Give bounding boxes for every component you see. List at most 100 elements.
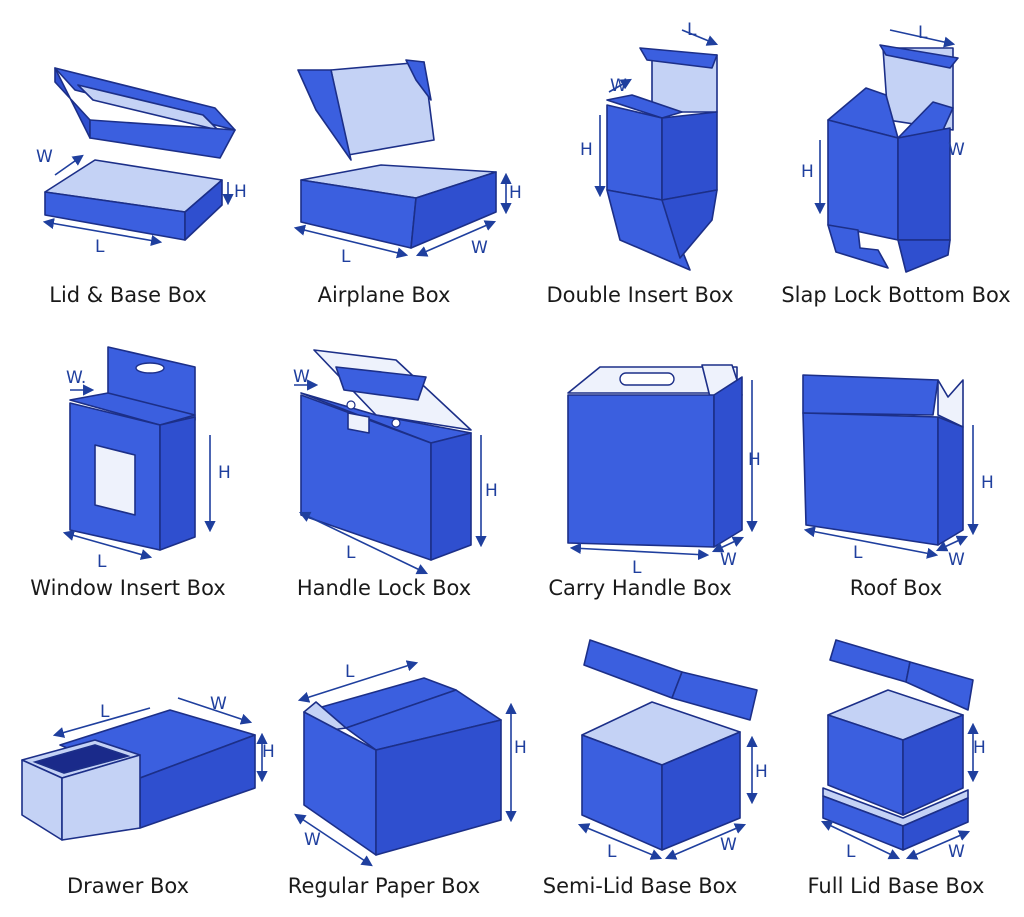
dim-w: W bbox=[610, 76, 627, 96]
slap-lock-bottom-box-cell: L W H Slap Lock Bottom Box bbox=[768, 0, 1024, 307]
dim-h: H bbox=[234, 182, 247, 202]
semi-lid-base-box-cell: H L W Semi-Lid Base Box bbox=[512, 610, 768, 915]
box-side bbox=[902, 714, 964, 816]
dim-h: H bbox=[801, 162, 814, 182]
dim-l: L bbox=[607, 842, 617, 862]
dim-h: H bbox=[748, 450, 761, 470]
dim-h: H bbox=[218, 463, 231, 483]
dim-w: W bbox=[948, 550, 965, 570]
dim-w: W bbox=[304, 830, 321, 850]
box-caption: Double Insert Box bbox=[546, 283, 734, 307]
box-caption: Airplane Box bbox=[317, 283, 451, 307]
dim-l: L bbox=[95, 237, 105, 257]
drawer-box-cell: L W H Drawer Box bbox=[0, 610, 275, 915]
lid-flap-right bbox=[405, 59, 432, 101]
dim-w: W bbox=[948, 140, 965, 160]
dim-l: L bbox=[846, 842, 856, 862]
dim-l: L bbox=[100, 702, 110, 722]
lid-top-right bbox=[671, 671, 758, 721]
dim-l: L bbox=[853, 543, 863, 563]
box-side bbox=[713, 376, 743, 548]
box-side bbox=[661, 731, 741, 851]
dim-w: W bbox=[210, 694, 227, 714]
airplane-box-cell: H L W Airplane Box bbox=[256, 0, 522, 307]
dim-w: W bbox=[948, 842, 965, 862]
dim-h: H bbox=[509, 183, 522, 203]
box-caption: Window Insert Box bbox=[30, 576, 226, 600]
bottom-flap bbox=[606, 189, 691, 271]
lid-flap-left bbox=[297, 69, 352, 161]
roof-box-illustration: H L W bbox=[802, 374, 994, 570]
roof-box-cell: H L W Roof Box bbox=[768, 305, 1024, 610]
lock-tab bbox=[347, 412, 370, 434]
lid-front bbox=[89, 119, 236, 159]
lid-top-left bbox=[829, 639, 911, 683]
full-lid-base-box-cell: H L W Full Lid Base Box bbox=[768, 610, 1024, 915]
box-caption: Slap Lock Bottom Box bbox=[781, 283, 1011, 307]
carry-handle-box-illustration: H L W bbox=[567, 364, 761, 578]
dust-flap bbox=[606, 94, 683, 119]
slap-lock-bottom-box-illustration: L W H bbox=[801, 23, 965, 273]
roof-gable bbox=[937, 379, 964, 428]
box-front bbox=[606, 104, 663, 201]
carry-handle-box-cell: H L W Carry Handle Box bbox=[512, 305, 768, 610]
roof-panel bbox=[802, 374, 939, 416]
double-insert-box-cell: L W H Double Insert Box bbox=[512, 0, 768, 307]
dim-l: L bbox=[687, 20, 697, 40]
box-front bbox=[567, 394, 715, 548]
lid-top-right bbox=[905, 661, 974, 711]
drawer-box-illustration: L W H bbox=[21, 694, 275, 841]
dim-w: W bbox=[720, 550, 737, 570]
box-top bbox=[69, 392, 196, 426]
dim-h: H bbox=[755, 762, 768, 782]
box-side bbox=[661, 111, 718, 201]
dim-l: L bbox=[97, 552, 107, 572]
dim-w: W bbox=[293, 367, 310, 387]
dim-h: H bbox=[981, 473, 994, 493]
dim-w: W bbox=[36, 147, 53, 167]
dim-l: L bbox=[341, 247, 351, 267]
dim-w: W bbox=[471, 238, 488, 258]
lid-base-box-cell: W H L Lid & Base Box bbox=[0, 0, 256, 307]
box-caption: Regular Paper Box bbox=[287, 874, 481, 898]
front-window bbox=[94, 444, 136, 516]
box-front bbox=[802, 412, 939, 546]
semi-lid-base-box-illustration: H L W bbox=[577, 639, 768, 862]
dim-h: H bbox=[580, 140, 593, 160]
dim-h: H bbox=[514, 738, 527, 758]
box-side bbox=[897, 127, 951, 241]
hang-hole bbox=[135, 362, 165, 374]
top-tuck-flap bbox=[639, 47, 718, 69]
box-caption: Drawer Box bbox=[66, 874, 190, 898]
regular-paper-box-cell: L H W Regular Paper Box bbox=[256, 610, 527, 915]
lock-bottom-left bbox=[827, 224, 889, 269]
regular-paper-box-illustration: L H W bbox=[294, 660, 527, 867]
full-lid-base-box-illustration: H L W bbox=[820, 639, 986, 862]
box-side bbox=[937, 416, 964, 546]
dim-h: H bbox=[485, 481, 498, 501]
box-caption: Handle Lock Box bbox=[296, 576, 472, 600]
dim-h: H bbox=[262, 742, 275, 762]
dim-w: W. bbox=[66, 368, 86, 388]
dim-l: L bbox=[345, 662, 355, 682]
box-caption: Carry Handle Box bbox=[548, 576, 732, 600]
box-caption: Full Lid Base Box bbox=[807, 874, 985, 898]
dim-l: L bbox=[918, 23, 928, 43]
box-caption: Lid & Base Box bbox=[49, 283, 207, 307]
handle-slot bbox=[335, 366, 427, 401]
bottom-side bbox=[661, 189, 718, 259]
dim-l: L bbox=[346, 543, 356, 563]
top-tuck-flap bbox=[879, 44, 959, 69]
dim-h: H bbox=[973, 738, 986, 758]
box-caption: Roof Box bbox=[849, 576, 943, 600]
lid-top-left bbox=[583, 639, 683, 699]
lid-base-box-illustration: W H L bbox=[36, 67, 247, 257]
window-insert-box-illustration: W. H L bbox=[62, 346, 231, 572]
dim-l: L bbox=[632, 558, 642, 578]
box-side bbox=[430, 432, 472, 561]
handle-lock-box-illustration: W H L bbox=[293, 349, 498, 575]
box-front-right bbox=[375, 719, 502, 856]
base-side bbox=[184, 179, 223, 241]
lock-bottom-right bbox=[897, 239, 951, 273]
drawer-side bbox=[61, 754, 141, 841]
